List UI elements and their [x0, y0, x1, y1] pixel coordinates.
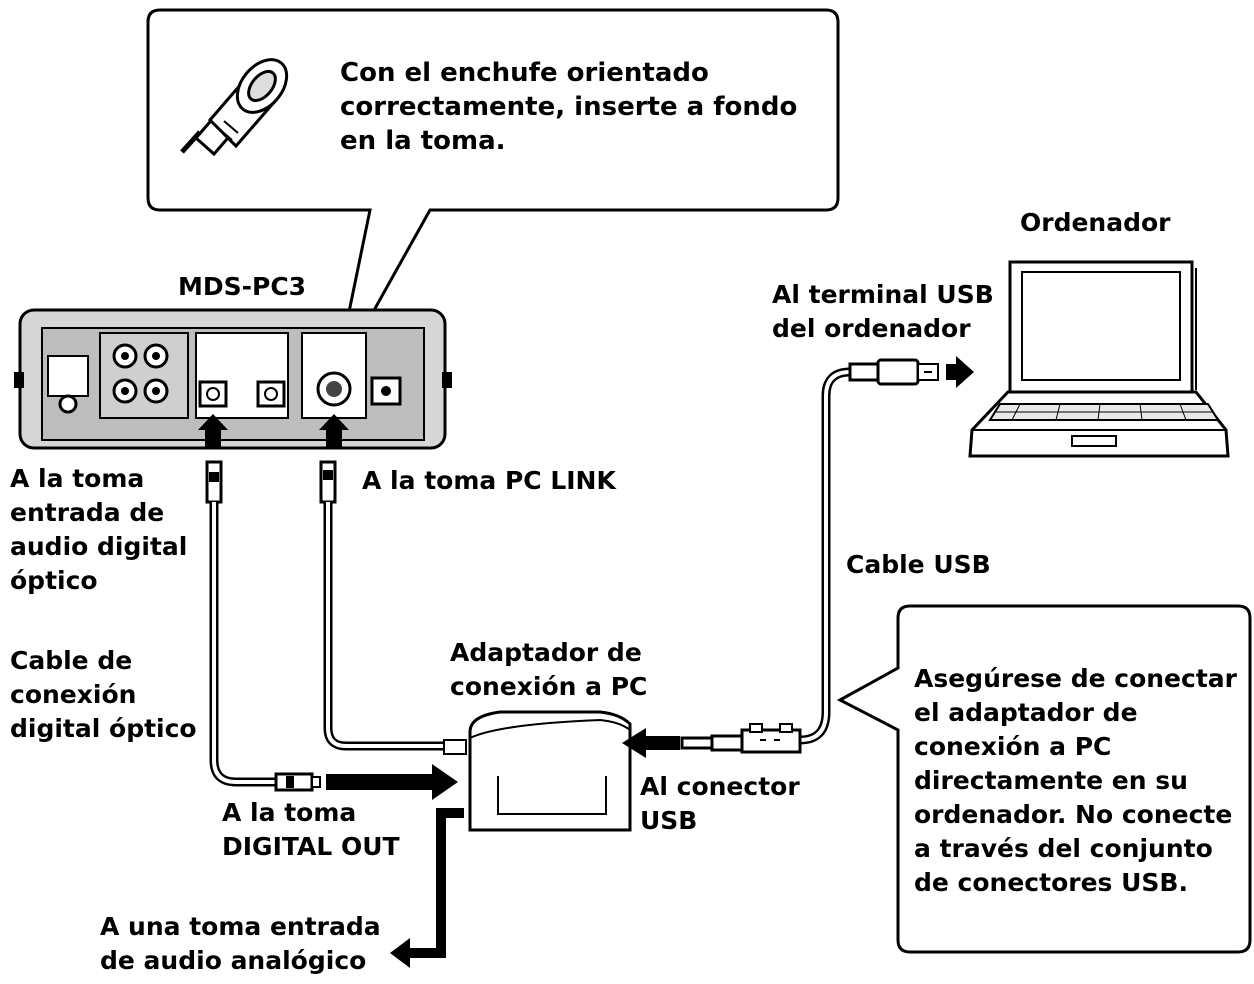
arrow-digital-out-icon [326, 764, 458, 800]
analog-input-label: A una toma entrada de audio analógico [100, 910, 381, 978]
arrow-to-adapter-icon [622, 728, 680, 758]
analog-input-line: A una toma entrada [100, 912, 381, 941]
adapter-label: Adaptador de conexión a PC [450, 636, 647, 704]
arrow-analog-out-icon [390, 808, 464, 968]
usb-cable [680, 358, 939, 754]
plug-icon [180, 58, 289, 157]
optical-input-line: audio digital [10, 532, 188, 561]
callout-right-line: el adaptador de [914, 698, 1138, 727]
optical-cable [205, 460, 321, 792]
callout-right-line: conexión a PC [914, 732, 1112, 761]
usb-connector-label: Al conector USB [640, 770, 800, 838]
usb-connector-line: Al conector [640, 772, 800, 801]
pc-link-cable [319, 460, 467, 755]
arrow-pclink-up-icon [319, 414, 349, 448]
callout-right-bubble [836, 604, 1252, 954]
optical-input-label: A la toma entrada de audio digital óptic… [10, 462, 187, 598]
callout-top-text: Con el enchufe orientado correctamente, … [340, 56, 797, 158]
optical-input-line: óptico [10, 566, 98, 595]
usb-connector-line: USB [640, 806, 698, 835]
callout-right-text: Asegúrese de conectar el adaptador de co… [914, 662, 1237, 900]
digital-out-label: A la toma DIGITAL OUT [222, 796, 400, 864]
callout-top-line: Con el enchufe orientado [340, 58, 709, 88]
callout-right-line: directamente en su [914, 766, 1188, 795]
optical-input-line: A la toma [10, 464, 145, 493]
computer-label: Ordenador [1020, 208, 1171, 237]
callout-top-line: en la toma. [340, 126, 506, 156]
callout-right-line: a través del conjunto [914, 834, 1213, 863]
optical-cable-line: conexión [10, 680, 137, 709]
laptop-icon [968, 260, 1230, 458]
digital-out-line: A la toma [222, 798, 357, 827]
adapter-line: Adaptador de [450, 638, 642, 667]
device-label: MDS-PC3 [178, 272, 307, 301]
usb-cable-label: Cable USB [846, 550, 991, 579]
callout-right-line: Asegúrese de conectar [914, 664, 1237, 693]
usb-terminal-line: del ordenador [772, 314, 971, 343]
callout-right-line: de conectores USB. [914, 868, 1188, 897]
optical-cable-label: Cable de conexión digital óptico [10, 644, 197, 746]
analog-input-line: de audio analógico [100, 946, 367, 975]
callout-top-line: correctamente, inserte a fondo [340, 92, 798, 122]
pc-adapter [468, 710, 632, 832]
callout-top-bubble [146, 8, 840, 381]
optical-cable-line: Cable de [10, 646, 133, 675]
usb-terminal-line: Al terminal USB [772, 280, 994, 309]
pc-link-label: A la toma PC LINK [362, 466, 616, 495]
callout-right-line: ordenador. No conecte [914, 800, 1233, 829]
arrow-to-computer-icon [946, 356, 974, 388]
mds-pc3-device [14, 308, 452, 450]
arrow-optical-up-icon [198, 414, 228, 448]
usb-terminal-label: Al terminal USB del ordenador [772, 278, 994, 346]
digital-out-line: DIGITAL OUT [222, 832, 400, 861]
optical-cable-line: digital óptico [10, 714, 197, 743]
optical-input-line: entrada de [10, 498, 165, 527]
adapter-line: conexión a PC [450, 672, 648, 701]
